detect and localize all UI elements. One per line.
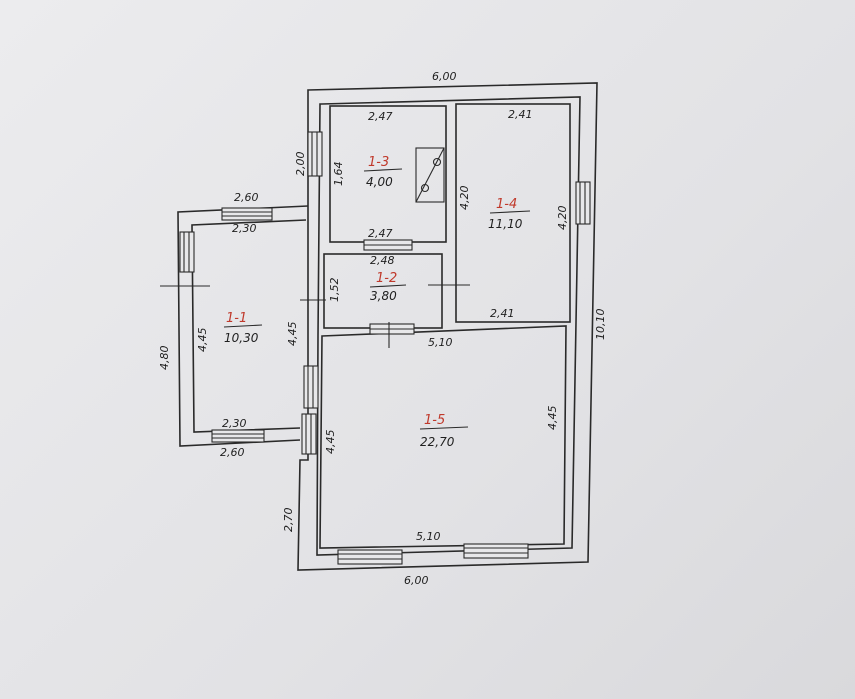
window-annex-bottom xyxy=(211,429,265,443)
window-left-lower xyxy=(301,413,317,455)
room-id-1-5: 1-5 xyxy=(424,413,445,428)
inner-wall-outline xyxy=(316,96,581,556)
room-1-2-label: 1-2 3,80 xyxy=(369,271,407,303)
window-right xyxy=(575,181,591,225)
dim-r4-top: 2,41 xyxy=(508,108,533,121)
dim-r3-top: 2,47 xyxy=(368,110,393,123)
room-area-1-3: 4,00 xyxy=(366,175,393,189)
window-bottom-left xyxy=(337,549,403,565)
room-area-1-5: 22,70 xyxy=(420,435,455,449)
dim-annex-bottom-inner: 2,30 xyxy=(222,417,247,430)
dim-annex-right-inner: 4,45 xyxy=(286,322,299,347)
dim-r5-left: 4,45 xyxy=(324,430,337,455)
window-annex-left xyxy=(179,231,195,273)
dim-r2-left: 1,52 xyxy=(328,278,341,303)
partition-window-1-3 xyxy=(363,239,413,251)
room-1-3-label: 1-3 4,00 xyxy=(363,155,403,189)
dim-r3-left: 1,64 xyxy=(332,162,345,187)
window-left-mid xyxy=(303,365,319,409)
room-1-4-outline xyxy=(455,103,571,323)
room-1-5-label: 1-5 22,70 xyxy=(419,413,469,449)
dim-r5-top: 5,10 xyxy=(428,336,453,349)
stove-symbol xyxy=(415,147,445,203)
dim-annex-top-outer: 2,60 xyxy=(234,191,259,204)
window-left-top xyxy=(307,131,323,177)
room-id-1-3: 1-3 xyxy=(368,155,389,170)
dim-r4-right: 4,20 xyxy=(556,206,569,231)
window-annex-top xyxy=(221,207,273,221)
room-1-4-label: 1-4 11,10 xyxy=(488,197,531,231)
partition-window-1-2 xyxy=(369,323,415,335)
room-id-1-1: 1-1 xyxy=(226,311,247,326)
room-1-5-outline xyxy=(319,325,567,549)
dim-annex-bottom-outer: 2,60 xyxy=(220,446,245,459)
dim-r4-left: 4,20 xyxy=(458,186,471,211)
window-bottom-right xyxy=(463,543,529,559)
dim-outer-right: 10,10 xyxy=(594,309,607,341)
dim-r4-bottom: 2,41 xyxy=(490,307,515,320)
dim-outer-left-bottom: 2,70 xyxy=(282,508,295,533)
room-1-1-label: 1-1 10,30 xyxy=(223,311,263,345)
room-id-1-4: 1-4 xyxy=(496,197,517,212)
dim-annex-left-inner: 4,45 xyxy=(196,328,209,353)
room-area-1-2: 3,80 xyxy=(370,289,397,303)
dim-r3-bottom: 2,47 xyxy=(368,227,393,240)
dim-annex-left-outer: 4,80 xyxy=(158,346,171,371)
dim-annex-top-inner: 2,30 xyxy=(232,222,257,235)
dim-r5-bottom: 5,10 xyxy=(416,530,441,543)
room-1-3-outline xyxy=(329,105,447,243)
dim-outer-bottom: 6,00 xyxy=(404,574,429,587)
room-area-1-4: 11,10 xyxy=(488,217,523,231)
dim-outer-top: 6,00 xyxy=(432,70,457,83)
dim-outer-left-top: 2,00 xyxy=(294,152,307,177)
room-id-1-2: 1-2 xyxy=(376,271,397,286)
dim-r2-top: 2,48 xyxy=(370,254,395,267)
room-area-1-1: 10,30 xyxy=(224,331,259,345)
dim-r5-right: 4,45 xyxy=(546,406,559,431)
